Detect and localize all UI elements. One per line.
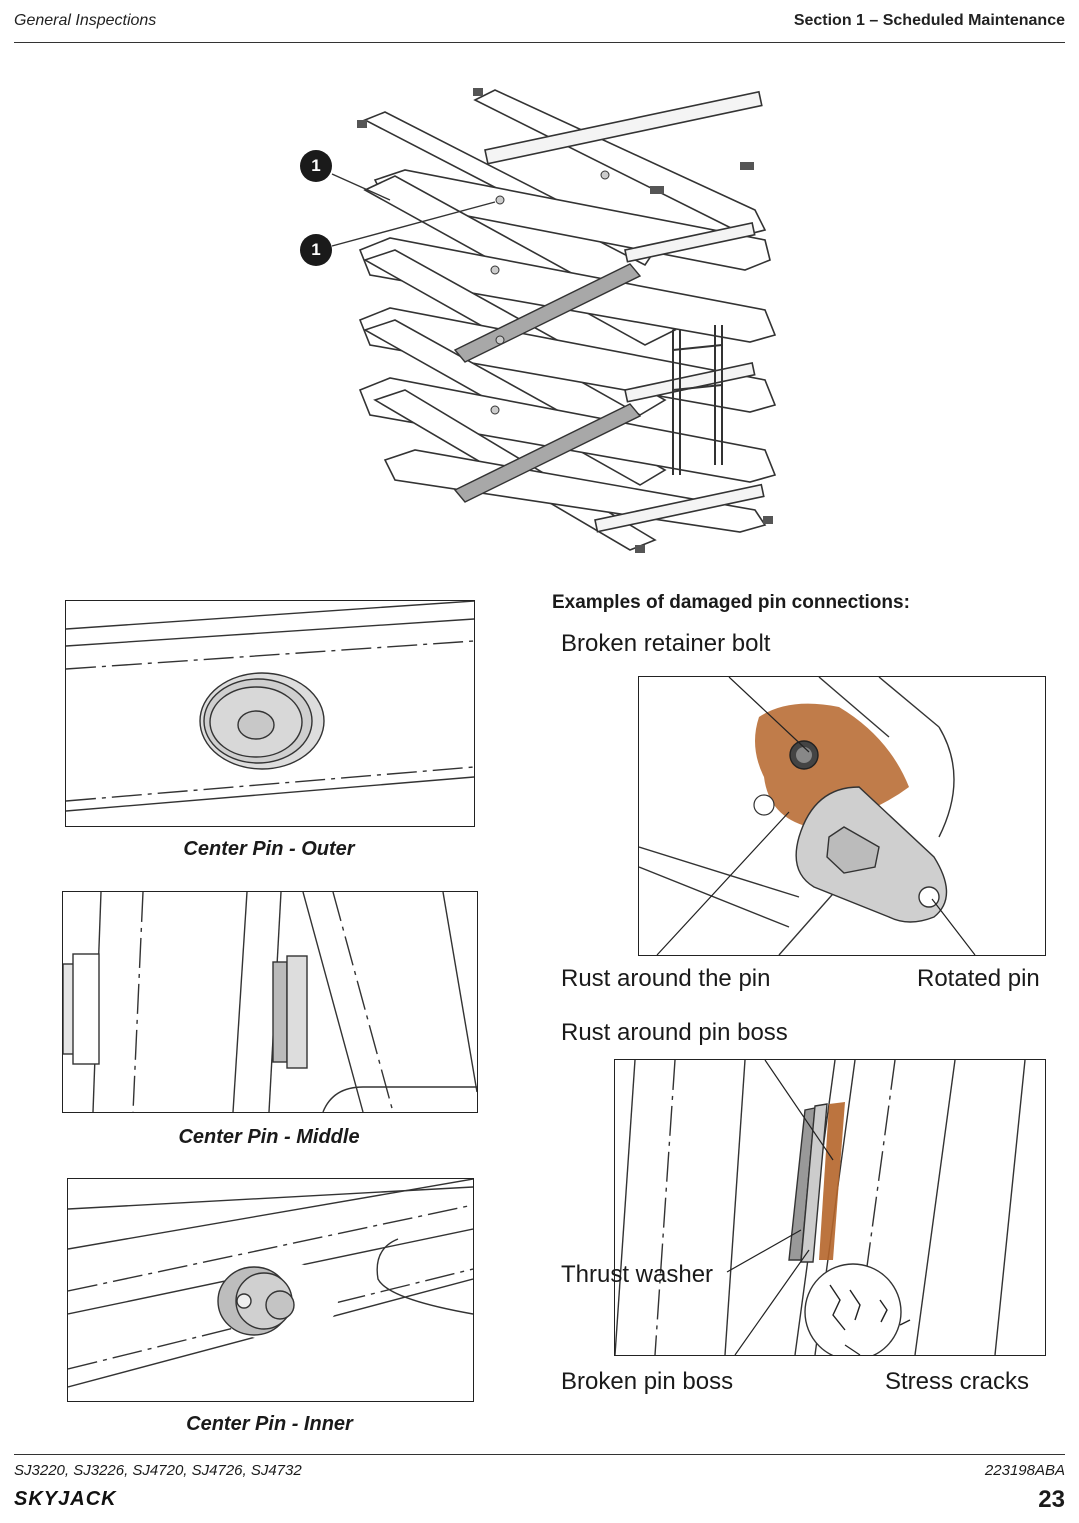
label-rotated-pin: Rotated pin <box>917 965 1040 992</box>
label-rust-around-pin: Rust around the pin <box>561 965 771 992</box>
examples-title: Examples of damaged pin connections: <box>552 592 910 613</box>
label-broken-retainer-bolt: Broken retainer bolt <box>561 630 771 657</box>
footer-models: SJ3220, SJ3226, SJ4720, SJ4726, SJ4732 <box>14 1462 302 1479</box>
skyjack-logo: SKYJACK <box>14 1488 117 1510</box>
label-thrust-washer: Thrust washer <box>561 1261 714 1288</box>
header-section-name: General Inspections <box>14 12 157 29</box>
scissor-assembly-illustration <box>295 80 795 560</box>
footer-rule <box>14 1454 1065 1455</box>
caption-center-pin-outer: Center Pin - Outer <box>183 838 355 860</box>
callout-1-bottom: 1 <box>311 240 321 259</box>
center-pin-outer-figure <box>65 600 475 827</box>
center-pin-middle-figure <box>62 891 478 1113</box>
page-number: 23 <box>1038 1486 1065 1513</box>
label-broken-pin-boss: Broken pin boss <box>561 1368 734 1395</box>
callout-1-top: 1 <box>311 156 321 175</box>
caption-center-pin-inner: Center Pin - Inner <box>186 1413 353 1435</box>
footer-doc-number: 223198ABA <box>984 1462 1065 1479</box>
caption-center-pin-middle: Center Pin - Middle <box>178 1126 360 1148</box>
label-rust-around-pin-boss: Rust around pin boss <box>561 1019 788 1046</box>
header-chapter-title: Section 1 – Scheduled Maintenance <box>793 12 1065 29</box>
center-pin-inner-figure <box>67 1178 474 1402</box>
damaged-pin-figure-1 <box>638 676 1046 956</box>
damaged-pin-figure-2 <box>614 1059 1046 1356</box>
label-stress-cracks: Stress cracks <box>885 1368 1030 1395</box>
callout-group: 1 1 <box>300 150 520 270</box>
header-rule <box>14 42 1065 43</box>
